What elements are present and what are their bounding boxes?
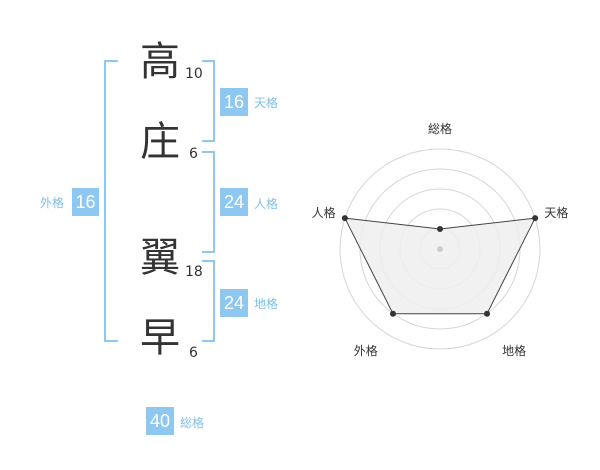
radar-grid-ring bbox=[339, 148, 541, 350]
name-char-2: 庄 bbox=[140, 119, 180, 165]
jinkaku-value: 24 bbox=[220, 188, 248, 216]
radar-axis-label: 総格 bbox=[428, 121, 452, 136]
tenkaku-label: 天格 bbox=[254, 96, 279, 110]
tenkaku-bracket bbox=[202, 60, 215, 142]
radar-center-dot bbox=[437, 246, 443, 252]
radar-point-2 bbox=[532, 215, 539, 222]
radar-point-1 bbox=[437, 226, 443, 232]
gaikaku-label: 外格 bbox=[40, 196, 65, 210]
radar-area bbox=[344, 217, 536, 315]
radar-point-4 bbox=[389, 310, 396, 317]
name-char-1: 高 bbox=[140, 39, 180, 85]
soukaku-value: 40 bbox=[146, 407, 174, 435]
stroke-count-1: 10 bbox=[185, 66, 203, 82]
gaikaku-bracket bbox=[104, 60, 118, 342]
name-char-3: 翼 bbox=[140, 235, 180, 281]
jinkaku-bracket bbox=[202, 151, 215, 253]
stroke-count-3: 18 bbox=[185, 264, 203, 280]
tenkaku-value: 16 bbox=[220, 88, 248, 116]
radar-axis-label: 天格 bbox=[544, 205, 568, 220]
radar-point-5 bbox=[341, 215, 348, 222]
radar-axis-label: 人格 bbox=[312, 205, 336, 220]
stroke-count-4: 6 bbox=[189, 345, 198, 361]
jinkaku-label: 人格 bbox=[254, 197, 279, 211]
name-char-4: 早 bbox=[140, 315, 180, 361]
gaikaku-value: 16 bbox=[72, 188, 99, 216]
radar-axis-label: 外格 bbox=[354, 343, 378, 358]
chikaku-value: 24 bbox=[220, 289, 248, 317]
stroke-count-2: 6 bbox=[189, 146, 198, 162]
radar-point-3 bbox=[484, 310, 491, 317]
chikaku-label: 地格 bbox=[254, 297, 279, 311]
chikaku-bracket bbox=[202, 260, 215, 342]
soukaku-label: 総格 bbox=[180, 416, 205, 430]
radar-axis-label: 地格 bbox=[502, 343, 526, 358]
